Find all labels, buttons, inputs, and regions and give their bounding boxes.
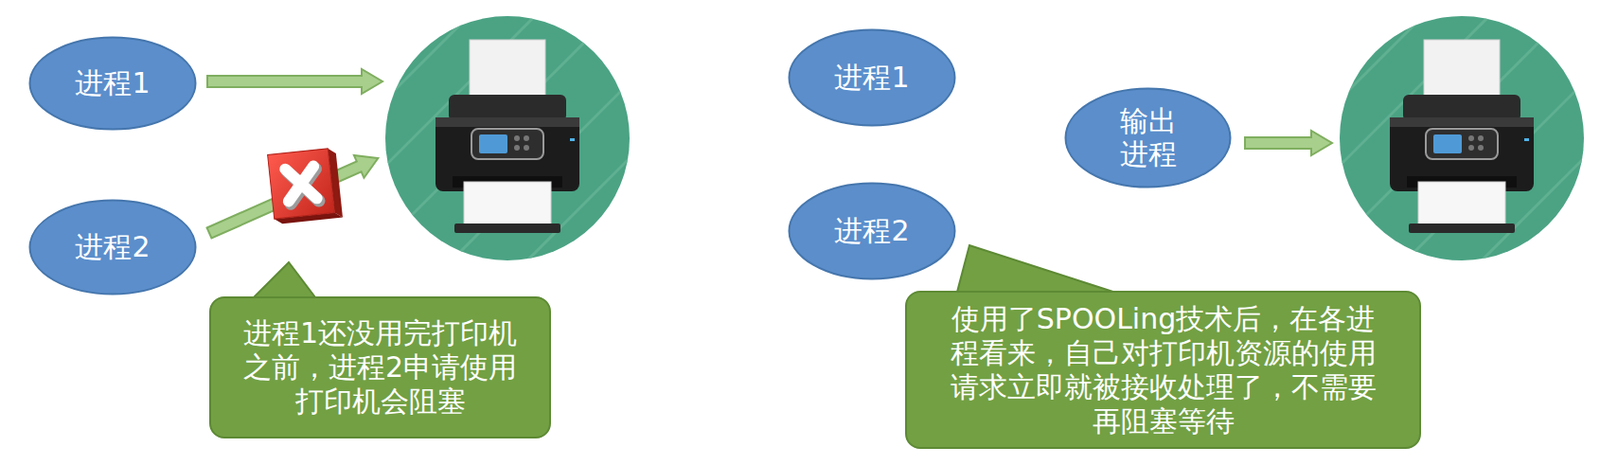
process-label: 进程2	[74, 231, 150, 265]
callout-pointer	[956, 245, 1125, 296]
ellipse-shape	[789, 30, 956, 126]
callout-text: 使用了SPOOLing技术后，在各进程看来，自己对打印机资源的使用请求立即就被接…	[942, 302, 1384, 439]
process-label: 进程1	[834, 61, 909, 95]
request-arrow	[207, 69, 383, 94]
callout-box: 进程1还没用完打印机之前，进程2申请使用打印机会阻塞	[209, 296, 552, 439]
process-ellipse: 进程2	[787, 181, 957, 281]
process-label: 输出 进程	[1115, 105, 1182, 171]
process-ellipse: 进程1	[28, 35, 197, 131]
process-label: 进程2	[834, 214, 909, 249]
ellipse-shape	[30, 200, 196, 295]
process-label: 进程1	[74, 67, 150, 101]
callout-text: 进程1还没用完打印机之前，进程2申请使用打印机会阻塞	[237, 316, 523, 419]
printer-icon	[337, 0, 678, 309]
process-ellipse: 进程1	[787, 28, 957, 127]
blocked-arrow	[204, 146, 384, 245]
process-ellipse: 进程2	[28, 198, 197, 296]
ellipse-shape	[789, 183, 956, 280]
ellipse-shape	[30, 37, 196, 130]
output-arrow	[1244, 130, 1333, 156]
callout-box: 使用了SPOOLing技术后，在各进程看来，自己对打印机资源的使用请求立即就被接…	[905, 290, 1422, 449]
output-process-ellipse: 输出 进程	[1064, 87, 1232, 189]
callout-pointer	[249, 262, 319, 302]
ellipse-shape	[1066, 88, 1231, 188]
cross-symbol	[267, 147, 343, 225]
printer-icon	[1291, 0, 1600, 309]
